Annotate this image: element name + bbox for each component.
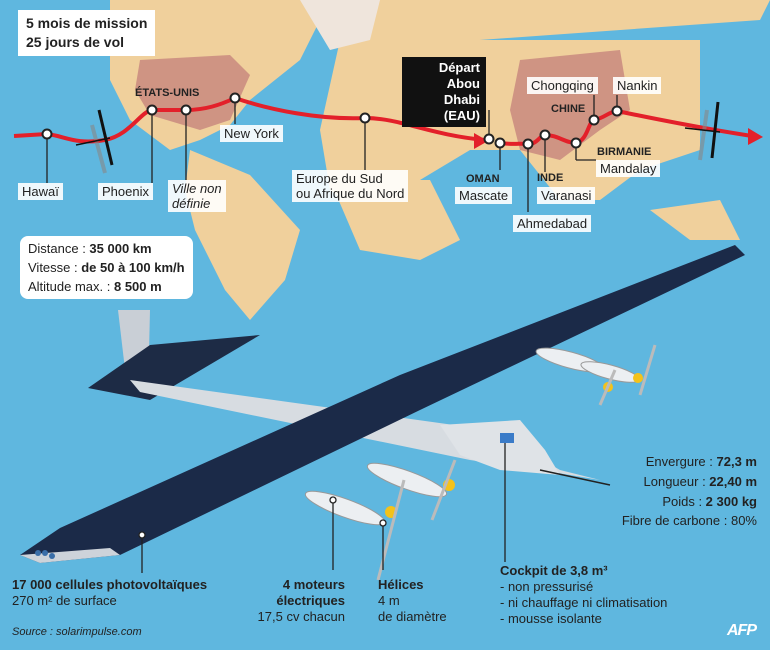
route-stops	[41, 92, 623, 150]
stat-altitude: Altitude max. : 8 500 m	[28, 279, 162, 294]
country-usa: ÉTATS-UNIS	[135, 87, 200, 99]
stop-ahmedabad: Ahmedabad	[513, 215, 592, 232]
plane-leader-lines	[138, 443, 506, 573]
stat-speed: Vitesse : de 50 à 100 km/h	[28, 260, 185, 275]
solar-impulse-plane	[20, 245, 745, 581]
stats-box: Distance : 35 000 km Vitesse : de 50 à 1…	[20, 236, 193, 299]
stat-distance: Distance : 35 000 km	[28, 241, 152, 256]
spec-weight: Poids : 2 300 kg	[662, 494, 757, 509]
stop-new-york: New York	[220, 125, 283, 142]
afp-logo: AFP	[727, 622, 757, 639]
country-china: CHINE	[551, 103, 586, 115]
spec-carbon-fibre: Fibre de carbone : 80%	[621, 513, 757, 528]
spec-length: Longueur : 22,40 m	[643, 474, 757, 489]
country-india: INDE	[537, 172, 564, 184]
country-oman: OMAN	[466, 173, 500, 185]
stop-nanjing: Nankin	[613, 77, 662, 94]
caption-cockpit: Cockpit de 3,8 m³ - non pressurisé- ni c…	[500, 563, 668, 626]
source-credit: Source : solarimpulse.com	[12, 626, 142, 638]
mission-duration: 5 mois de mission	[26, 15, 148, 31]
spec-wingspan: Envergure : 72,3 m	[645, 454, 757, 469]
flight-days: 25 jours de vol	[26, 34, 125, 50]
stop-varanasi: Varanasi	[537, 187, 596, 204]
stop-muscat: Mascate	[455, 187, 513, 204]
mission-summary: 5 mois de mission 25 jours de vol	[18, 10, 156, 56]
plane-icon-east	[684, 101, 721, 161]
country-burma: BIRMANIE	[597, 146, 652, 158]
stop-phoenix: Phoenix	[98, 183, 153, 200]
stop-hawaii: Hawaï	[18, 183, 63, 200]
plane-icon-west	[75, 109, 114, 174]
stop-mandalay: Mandalay	[596, 160, 661, 177]
stop-chongqing: Chongqing	[527, 77, 598, 94]
